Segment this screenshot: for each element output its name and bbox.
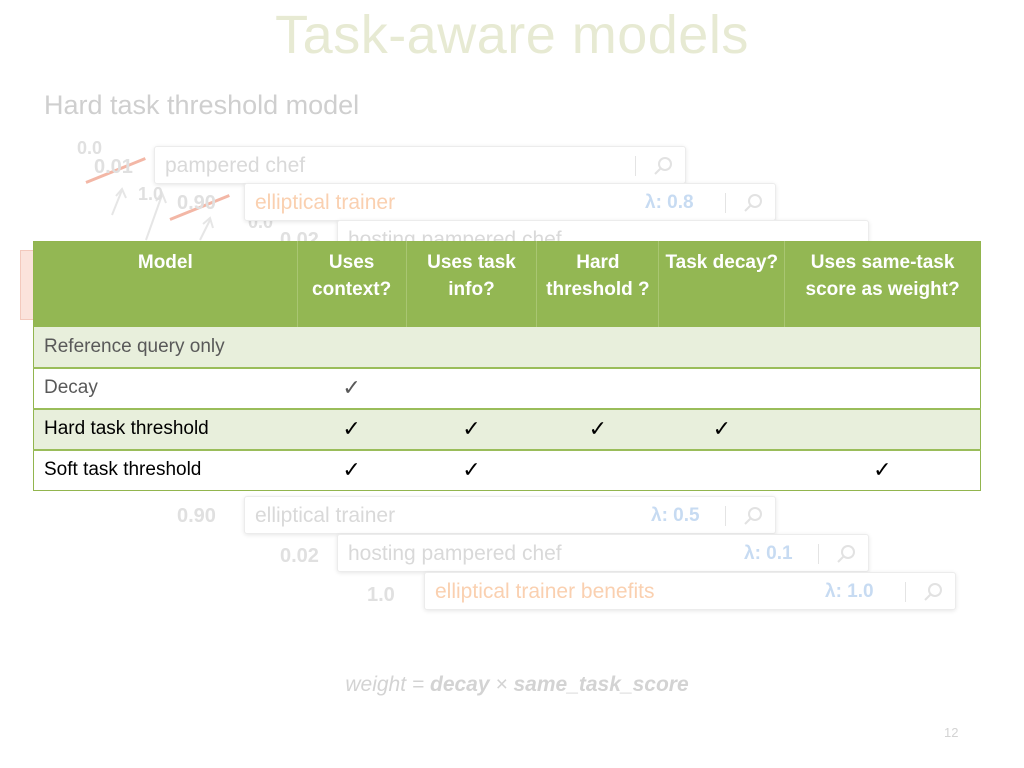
table-row: Soft task threshold ✓ ✓ ✓ (33, 448, 981, 491)
search-query: pampered chef (165, 154, 306, 177)
arrow-line-1 (111, 189, 123, 216)
search-box-6: elliptical trainer benefits λ: 1.0 (424, 572, 956, 610)
formula-term-same-task-score: same_task_score (513, 673, 689, 696)
cell-hard-threshold: ✓ (536, 407, 659, 450)
header-uses-context: Uses context? (296, 241, 407, 327)
header-same-task-weight: Uses same-task score as weight? (784, 241, 981, 327)
score-top-new: 0.0 (77, 138, 103, 158)
table-row: Hard task threshold ✓ ✓ ✓ ✓ (33, 407, 981, 450)
cell-model: Soft task threshold (33, 448, 298, 491)
cell-task-info: ✓ (406, 448, 537, 491)
score-mid-new: 1.0 (138, 184, 164, 204)
search-separator (635, 156, 636, 176)
header-hard-threshold: Hard threshold ? (536, 241, 659, 327)
cell-same-task (784, 407, 981, 450)
score-002: 0.02 (280, 545, 319, 567)
search-query: elliptical trainer (255, 191, 396, 214)
cell-same-task: ✓ (784, 448, 981, 491)
lambda-value: λ: 0.5 (651, 505, 700, 526)
cell-hard-threshold (536, 448, 659, 491)
search-separator (725, 193, 726, 213)
search-icon (837, 545, 855, 563)
search-box-5: hosting pampered chef λ: 0.1 (337, 534, 869, 572)
cell-task-info (406, 326, 537, 368)
table-row: Reference query only (33, 326, 981, 368)
slide-title: Task-aware models (275, 5, 749, 65)
search-separator (818, 544, 819, 564)
search-separator (725, 506, 726, 526)
header-task-decay: Task decay? (658, 241, 785, 327)
table-row: Decay ✓ (33, 366, 981, 409)
lambda-value: λ: 0.8 (645, 192, 694, 213)
cell-context: ✓ (297, 407, 407, 450)
cell-task-decay (658, 366, 785, 409)
cell-task-info (406, 366, 537, 409)
search-icon (744, 194, 762, 212)
page-number: 12 (944, 725, 959, 740)
search-query: elliptical trainer benefits (435, 580, 655, 603)
arrow-head-3 (202, 216, 214, 229)
cell-task-info: ✓ (406, 407, 537, 450)
header-uses-task-info: Uses task info? (405, 241, 537, 327)
weight-formula: weight = decay × same_task_score (0, 673, 1024, 697)
score-090: 0.90 (177, 505, 216, 527)
search-box-1: pampered chef (154, 146, 686, 184)
cell-context (297, 326, 407, 368)
table-header-row: Model Uses context? Uses task info? Hard… (33, 241, 981, 327)
formula-operator: × (489, 673, 514, 696)
score-top-old: 0.01 (94, 156, 133, 178)
formula-term-decay: decay (430, 673, 490, 696)
score-10: 1.0 (367, 584, 395, 606)
cell-context: ✓ (297, 366, 407, 409)
cell-context: ✓ (297, 448, 407, 491)
cell-model: Hard task threshold (33, 407, 298, 450)
search-box-4: elliptical trainer λ: 0.5 (244, 496, 776, 534)
cell-model: Reference query only (33, 326, 298, 368)
search-query: hosting pampered chef (348, 542, 562, 565)
search-icon (744, 507, 762, 525)
search-box-2: elliptical trainer λ: 0.8 (244, 183, 776, 221)
search-icon (924, 583, 942, 601)
lambda-value: λ: 1.0 (825, 581, 874, 602)
lambda-value: λ: 0.1 (744, 543, 793, 564)
cell-task-decay (658, 326, 785, 368)
cell-model: Decay (33, 366, 298, 409)
cell-hard-threshold (536, 326, 659, 368)
arrow-line-3 (199, 219, 211, 241)
cell-task-decay (658, 448, 785, 491)
formula-prefix: weight = (345, 673, 430, 696)
score-mid-old: 0.90 (177, 192, 216, 214)
cell-same-task (784, 326, 981, 368)
cell-hard-threshold (536, 366, 659, 409)
arrow-head-1 (115, 187, 127, 199)
cell-same-task (784, 366, 981, 409)
search-query: elliptical trainer (255, 504, 396, 527)
search-icon (654, 157, 672, 175)
search-separator (905, 582, 906, 602)
slide-subtitle: Hard task threshold model (44, 90, 360, 120)
model-comparison-table: Model Uses context? Uses task info? Hard… (33, 241, 981, 491)
cell-task-decay: ✓ (658, 407, 785, 450)
header-model: Model (33, 241, 298, 327)
